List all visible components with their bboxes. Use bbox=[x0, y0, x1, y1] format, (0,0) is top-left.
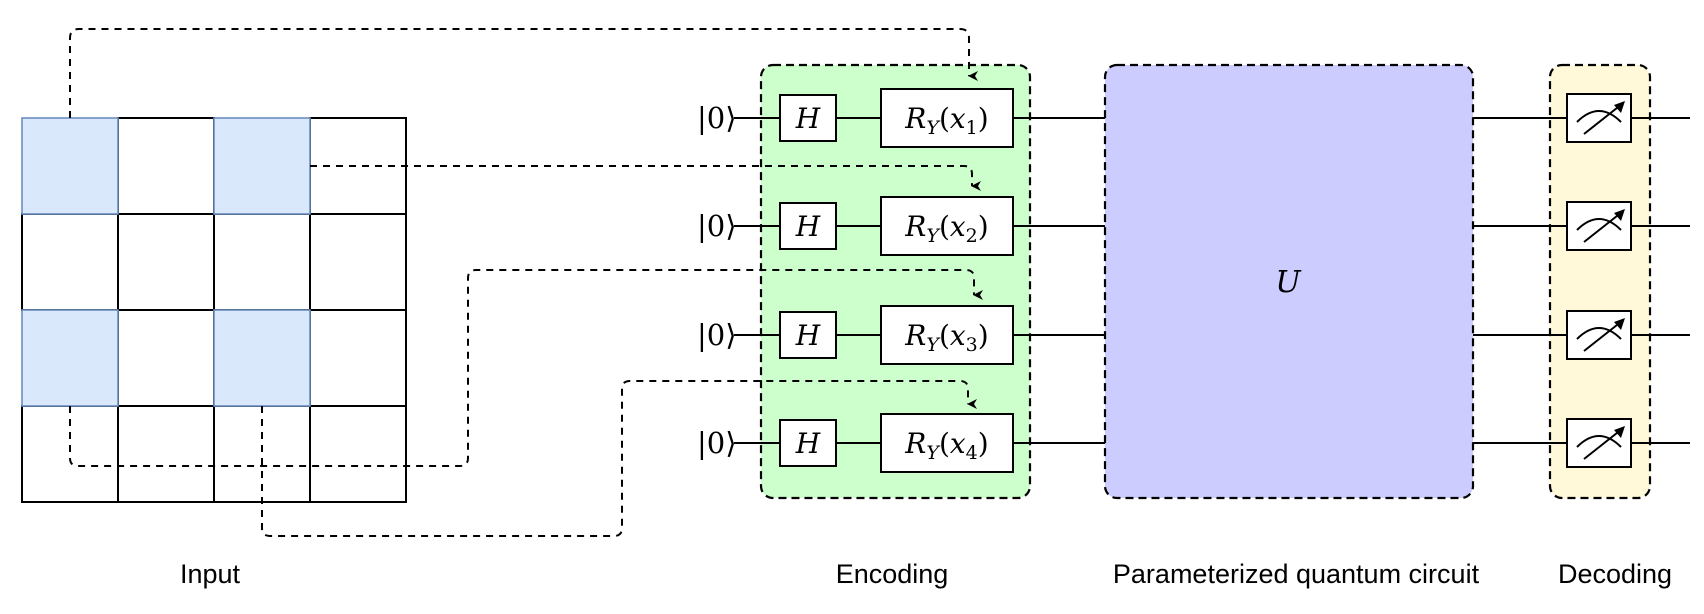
ry-rotation-gate-label: RY(x3) bbox=[904, 319, 988, 356]
qubit-row: |0⟩ H RY(x2) bbox=[697, 196, 1690, 256]
hadamard-gate-label: H bbox=[795, 427, 821, 460]
initial-state-ket: |0⟩ bbox=[697, 318, 737, 352]
ry-rotation-gate-label: RY(x4) bbox=[904, 427, 988, 464]
grid-cell bbox=[21, 213, 119, 311]
measurement-box bbox=[1566, 93, 1632, 143]
qubit-row: |0⟩ H RY(x1) bbox=[697, 88, 1690, 148]
meter-icon bbox=[1576, 318, 1625, 352]
ry-rotation-gate bbox=[880, 305, 1014, 365]
grid-cell bbox=[309, 309, 407, 407]
ry-rotation-gate bbox=[880, 413, 1014, 473]
grid-cell-highlighted bbox=[213, 117, 311, 215]
hadamard-gate bbox=[779, 94, 837, 142]
quantum-circuit: |0⟩ H RY(x1) |0⟩ H RY(x2) |0⟩ H RY(x3) |0⟩ H RY(x4) bbox=[697, 88, 1690, 473]
section-label-input: Input bbox=[180, 559, 241, 589]
connector-pixel-2 bbox=[310, 165, 981, 191]
meter-icon bbox=[1576, 209, 1625, 243]
hadamard-gate bbox=[779, 202, 837, 250]
qubit-row: |0⟩ H RY(x4) bbox=[697, 413, 1690, 473]
grid-cell-highlighted bbox=[21, 309, 119, 407]
grid-cell-highlighted bbox=[213, 309, 311, 407]
meter-icon bbox=[1576, 426, 1625, 460]
measurement-box bbox=[1566, 310, 1632, 360]
hadamard-gate-label: H bbox=[795, 210, 821, 243]
ry-rotation-gate bbox=[880, 196, 1014, 256]
initial-state-ket: |0⟩ bbox=[697, 101, 737, 135]
encoding-region bbox=[759, 63, 1032, 500]
grid-cell bbox=[309, 213, 407, 311]
connector-pixel-3 bbox=[69, 269, 983, 467]
ry-rotation-gate-label: RY(x1) bbox=[904, 102, 988, 139]
meter-icon bbox=[1576, 101, 1625, 135]
hadamard-gate-label: H bbox=[795, 102, 821, 135]
hadamard-gate bbox=[779, 419, 837, 467]
ry-rotation-gate bbox=[880, 88, 1014, 148]
grid-cell bbox=[117, 405, 215, 503]
measurement-box bbox=[1566, 201, 1632, 251]
qubit-row: |0⟩ H RY(x3) bbox=[697, 305, 1690, 365]
measurement-gate bbox=[1566, 418, 1632, 468]
section-label-encoding: Encoding bbox=[836, 559, 949, 589]
connector-pixel-4 bbox=[261, 380, 977, 537]
pqc-region bbox=[1103, 63, 1475, 500]
grid-cell bbox=[309, 405, 407, 503]
input-grid bbox=[21, 117, 407, 503]
grid-cell-highlighted bbox=[21, 117, 119, 215]
measurement-gate bbox=[1566, 93, 1632, 143]
hadamard-gate-label: H bbox=[795, 319, 821, 352]
section-label-decoding: Decoding bbox=[1558, 559, 1672, 589]
ry-rotation-gate-label: RY(x2) bbox=[904, 210, 988, 247]
grid-cell bbox=[117, 309, 215, 407]
initial-state-ket: |0⟩ bbox=[697, 426, 737, 460]
connector-pixel-1 bbox=[69, 28, 978, 118]
initial-state-ket: |0⟩ bbox=[697, 209, 737, 243]
decoding-region bbox=[1548, 63, 1652, 500]
measurement-gate bbox=[1566, 201, 1632, 251]
pqc-unitary-label: U bbox=[1275, 265, 1302, 300]
section-label-pqc: Parameterized quantum circuit bbox=[1113, 559, 1480, 589]
mapping-connectors bbox=[69, 28, 983, 537]
grid-cell bbox=[213, 213, 311, 311]
measurement-box bbox=[1566, 418, 1632, 468]
grid-cell bbox=[117, 117, 215, 215]
hadamard-gate bbox=[779, 311, 837, 359]
measurement-gate bbox=[1566, 310, 1632, 360]
grid-cell bbox=[117, 213, 215, 311]
